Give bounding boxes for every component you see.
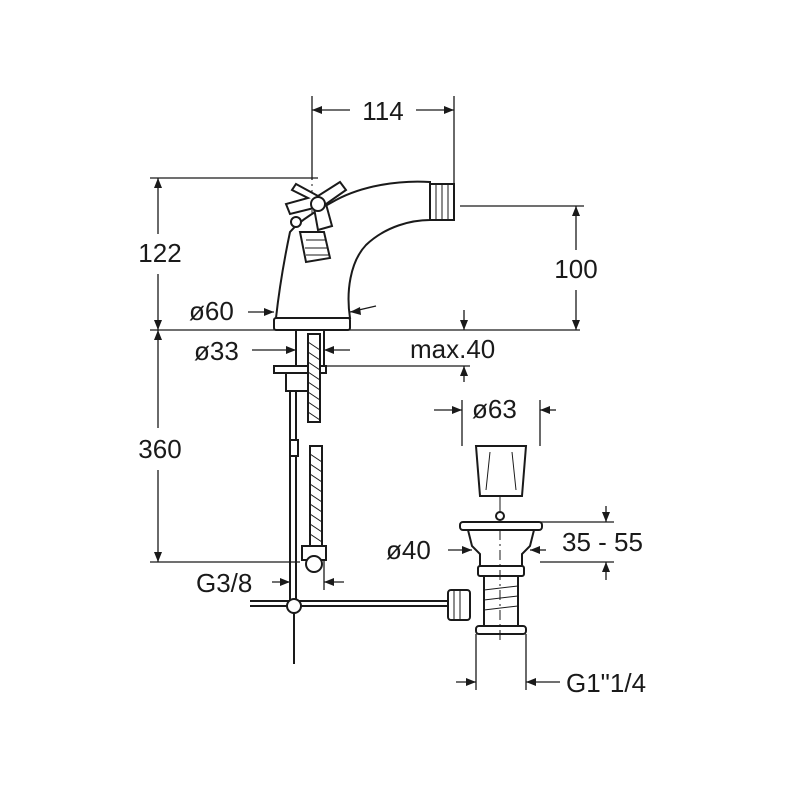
dim-connection-waste: G1"1/4: [566, 668, 646, 698]
dim-diameter-waste: ø40: [386, 535, 431, 565]
waste-plug: [474, 445, 528, 497]
dim-waste-range: 35 - 55: [562, 527, 643, 557]
handle-bonnet: [298, 231, 332, 264]
nut-hex: [285, 372, 309, 392]
dim-max-deck: max.40: [410, 334, 495, 364]
dim-diameter-base: ø60: [189, 296, 234, 326]
waste-flange: [459, 521, 543, 531]
dim-height-spout: 122: [138, 238, 181, 268]
popup-rod: [250, 589, 471, 664]
waste-body: [466, 529, 536, 567]
dim-height-outlet: 100: [554, 254, 597, 284]
dim-diameter-plug: ø63: [472, 394, 517, 424]
dim-length-hoses: 360: [138, 434, 181, 464]
faucet-body: [273, 150, 455, 331]
dim-connection-inlet: G3/8: [196, 568, 252, 598]
shank-and-hoses: [273, 329, 327, 600]
dim-width-top: 114: [362, 96, 403, 126]
dim-diameter-shank: ø33: [194, 336, 239, 366]
rod-joint: [286, 598, 302, 614]
rod-knob: [447, 589, 471, 621]
waste-assembly: [459, 445, 543, 640]
base-flange: [273, 317, 351, 331]
braided-hose-1: [307, 333, 321, 423]
dimension-lines: [150, 96, 614, 690]
cross-handle: [284, 180, 348, 232]
waste-tail: [483, 575, 519, 627]
